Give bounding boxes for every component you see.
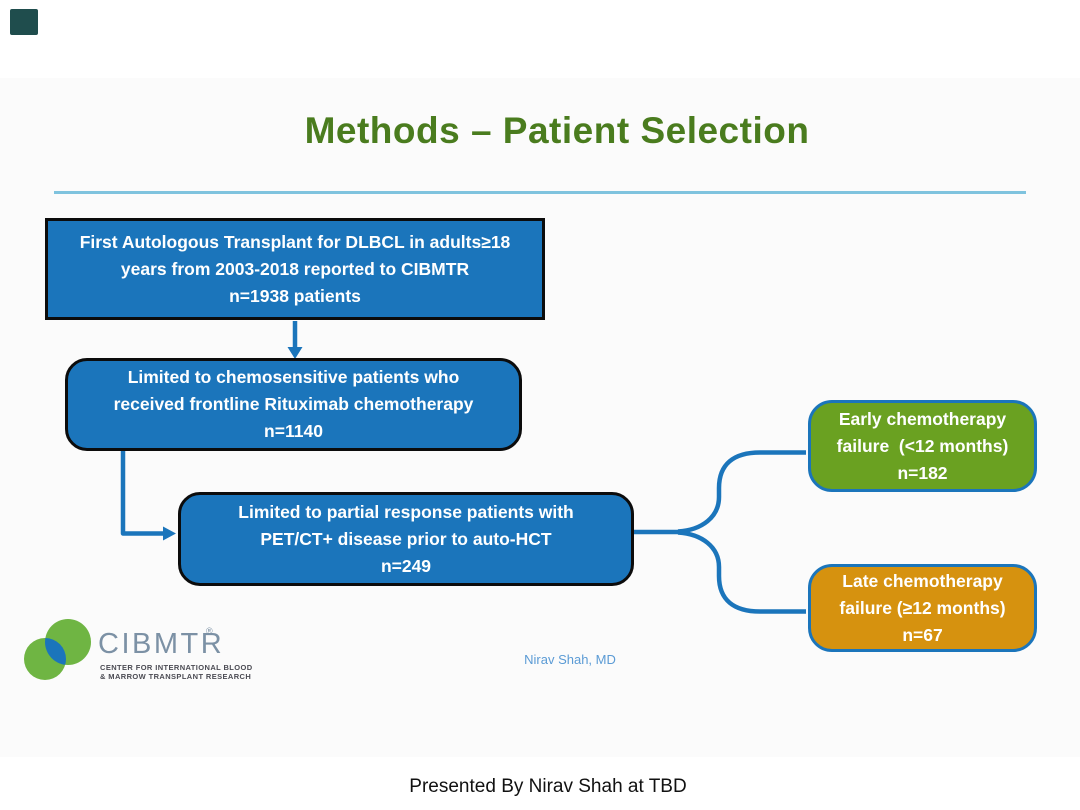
corner-accent-square [10, 9, 38, 35]
author-attribution: Nirav Shah, MD [524, 652, 616, 667]
flow-box-early-failure-text: Early chemotherapy failure (<12 months) … [836, 408, 1009, 483]
title-divider-line [54, 191, 1026, 194]
cibmtr-tagline: CENTER FOR INTERNATIONAL BLOOD & MARROW … [100, 663, 253, 681]
cibmtr-tagline-line1: CENTER FOR INTERNATIONAL BLOOD [100, 663, 253, 672]
page-title: Methods – Patient Selection [304, 110, 810, 151]
cibmtr-registered-mark: ® [206, 626, 213, 636]
flow-box-chemosensitive-text: Limited to chemosensitive patients who r… [113, 367, 474, 441]
flow-box-chemosensitive: Limited to chemosensitive patients who r… [65, 358, 522, 451]
cibmtr-wordmark: CIBMTR [98, 628, 225, 660]
flow-box-late-failure-text: Late chemotherapy failure (≥12 months) n… [839, 570, 1006, 645]
flow-box-early-failure: Early chemotherapy failure (<12 months) … [808, 400, 1037, 492]
flow-box-first-transplant: First Autologous Transplant for DLBCL in… [45, 218, 545, 320]
flow-box-first-transplant-text: First Autologous Transplant for DLBCL in… [79, 231, 511, 306]
flow-box-partial-response-text: Limited to partial response patients wit… [238, 501, 574, 576]
cibmtr-logo-icon [24, 619, 91, 680]
cibmtr-tagline-line2: & MARROW TRANSPLANT RESEARCH [100, 672, 252, 681]
flow-box-partial-response: Limited to partial response patients wit… [178, 492, 634, 586]
presented-by-footer: Presented By Nirav Shah at TBD [409, 776, 687, 797]
flow-box-late-failure: Late chemotherapy failure (≥12 months) n… [808, 564, 1037, 652]
